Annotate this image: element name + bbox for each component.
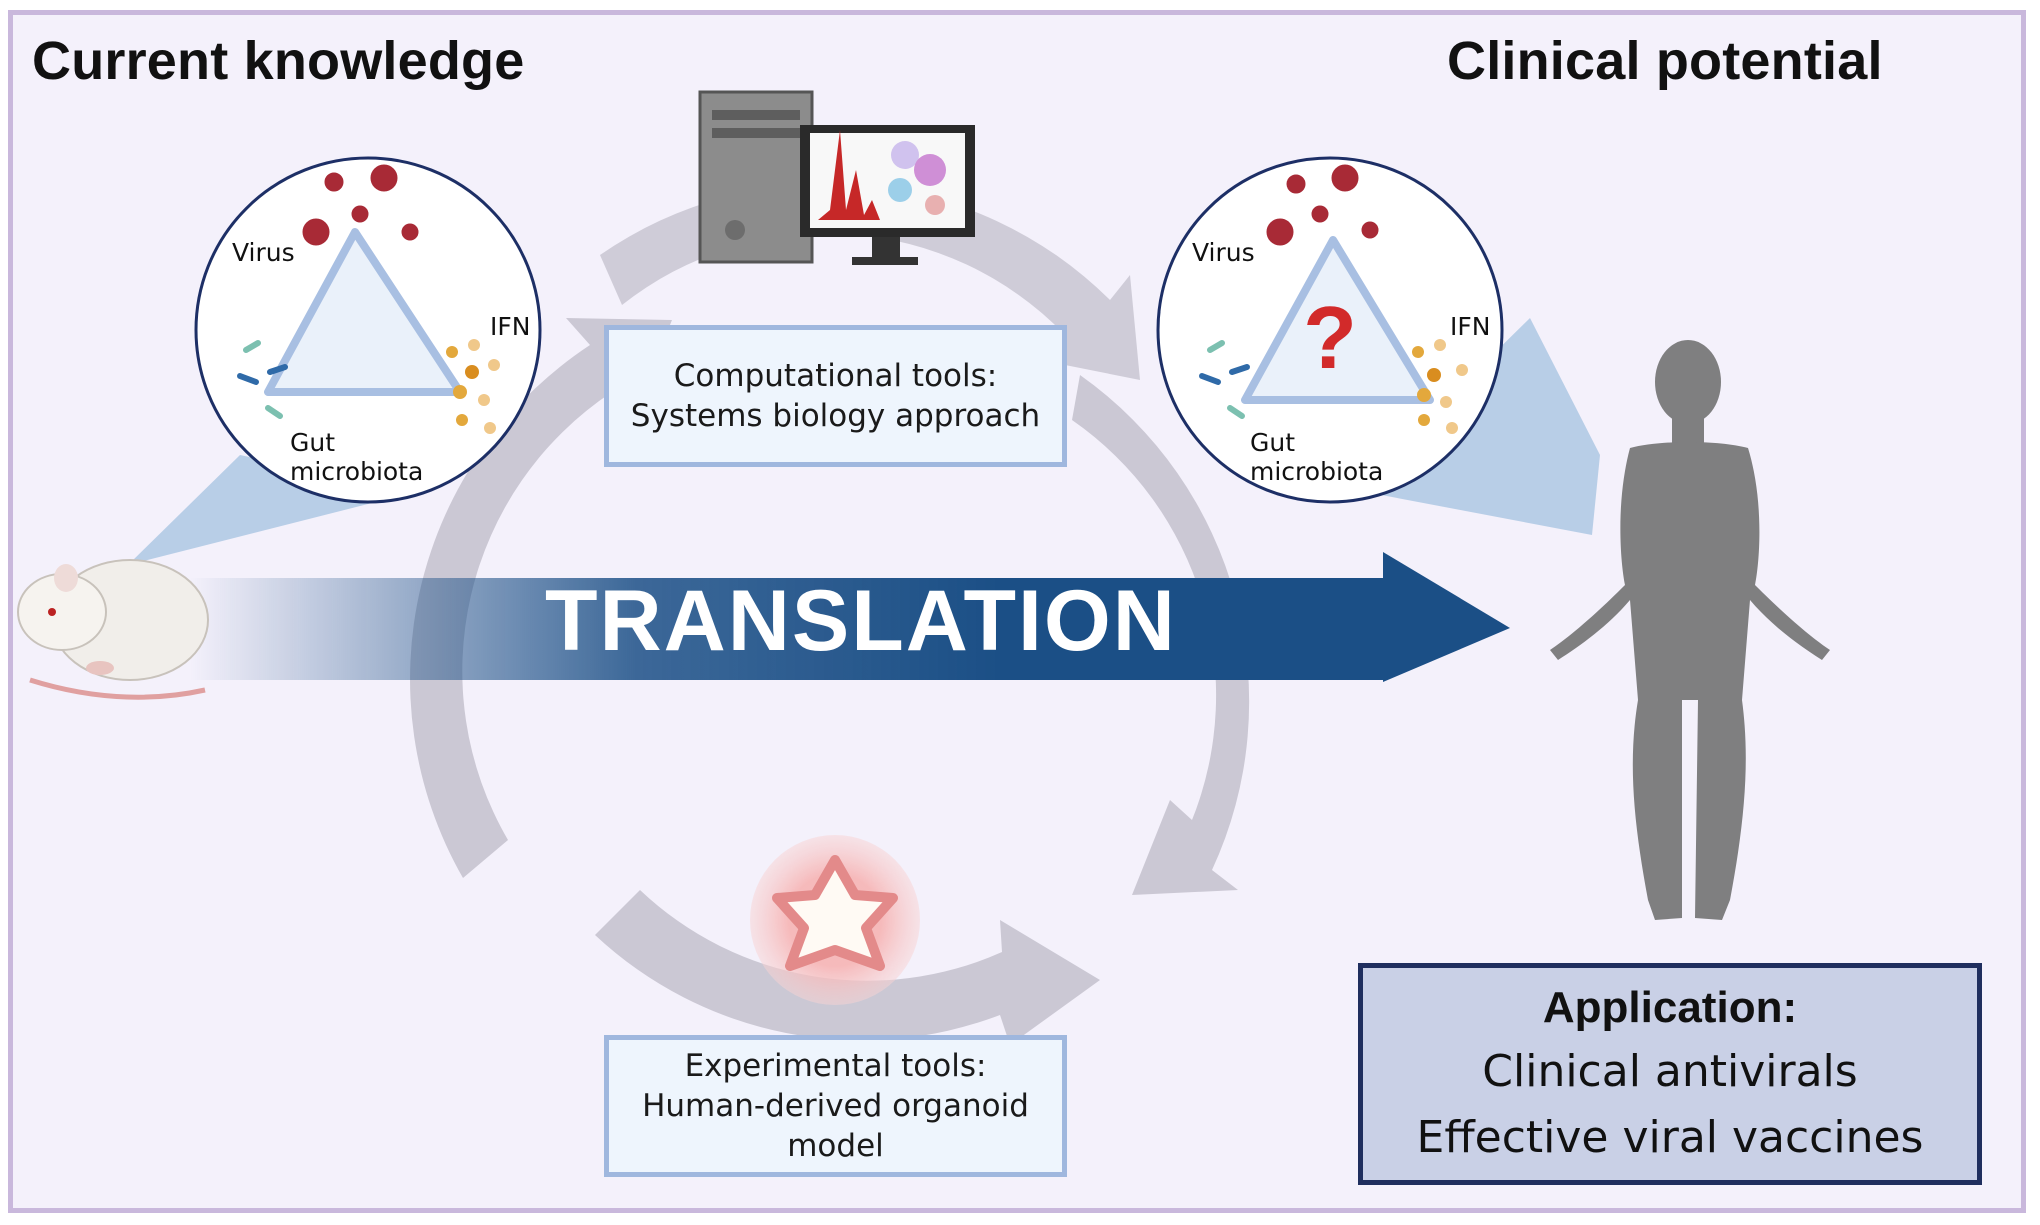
application-item: Effective viral vaccines [1416, 1112, 1924, 1163]
interferon-dots-icon [446, 339, 1468, 434]
right-microbiota-label: microbiota [1250, 457, 1384, 486]
translation-label: TRANSLATION [545, 573, 1177, 669]
zoom-cone-right [1355, 318, 1600, 535]
left-interaction-circle [194, 156, 542, 504]
virus-icon [302, 164, 1379, 246]
bacteria-icon [237, 340, 1250, 419]
computational-tools-line2: Systems biology approach [630, 398, 1041, 434]
application-item: Clinical antivirals [1482, 1046, 1858, 1097]
application-title: Application: [1542, 983, 1798, 1032]
left-microbiota-label: microbiota [290, 457, 424, 486]
question-mark: ? [1303, 288, 1357, 387]
computational-tools-box: Computational tools: Systems biology app… [604, 325, 1067, 467]
left-ifn-label: IFN [490, 312, 531, 341]
right-ifn-label: IFN [1450, 312, 1491, 341]
translation-arrow [190, 552, 1510, 682]
left-gut-label: Gut [290, 428, 336, 457]
experimental-tools-line2: Human-derived organoid [642, 1088, 1029, 1124]
right-virus-label: Virus [1192, 238, 1255, 267]
application-box: Application: Clinical antivirals Effecti… [1358, 963, 1982, 1185]
experimental-tools-line3: model [787, 1128, 884, 1164]
mouse-icon [17, 559, 209, 700]
computer-icon [698, 90, 975, 265]
clinical-potential-heading: Clinical potential [1447, 31, 1883, 91]
experimental-tools-line1: Experimental tools: [684, 1048, 987, 1084]
current-knowledge-heading: Current knowledge [32, 31, 525, 91]
human-silhouette-icon [1550, 340, 1830, 920]
experimental-tools-box: Experimental tools: Human-derived organo… [604, 1035, 1067, 1177]
right-gut-label: Gut [1250, 428, 1296, 457]
organoid-icon [750, 835, 920, 1005]
computational-tools-line1: Computational tools: [673, 358, 998, 394]
left-virus-label: Virus [232, 238, 295, 267]
